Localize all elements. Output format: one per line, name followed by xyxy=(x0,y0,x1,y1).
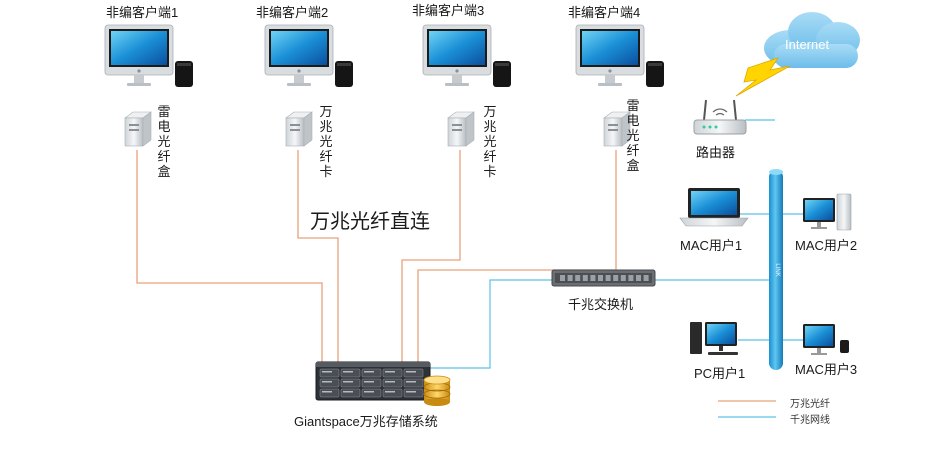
client-workstation-4 xyxy=(575,24,664,87)
storage-server-icon xyxy=(315,361,431,401)
client-workstation-3 xyxy=(422,24,511,87)
client-name-3: 非编客户端3 xyxy=(412,3,485,18)
mac-desktop-icon xyxy=(803,324,849,355)
pc-desktop-icon xyxy=(690,322,738,355)
switch-label: 千兆交换机 xyxy=(568,297,634,312)
database-coins-icon xyxy=(423,375,451,406)
mac-user-2-label: MAC用户2 xyxy=(795,238,858,253)
tower-icon xyxy=(175,61,193,87)
tower-icon xyxy=(335,61,353,87)
client-name-2: 非编客户端2 xyxy=(256,5,329,20)
pc-user-1-label: PC用户1 xyxy=(694,366,746,381)
fiber-card-icon xyxy=(285,111,313,147)
mac-user-3-label: MAC用户3 xyxy=(795,362,858,377)
fiber-line-client4 xyxy=(417,150,617,372)
tower-icon xyxy=(493,61,511,87)
legend-fiber-label: 万兆光纤 xyxy=(790,399,830,410)
svg-text:LINK: LINK xyxy=(774,263,780,276)
tower-icon xyxy=(646,61,664,87)
client-workstation-1 xyxy=(104,24,193,87)
imac-icon xyxy=(104,24,174,86)
thunderbolt-box-icon xyxy=(603,111,631,147)
client-name-4: 非编客户端4 xyxy=(568,5,641,20)
fiber-lines xyxy=(136,150,617,372)
ethernet-line-storage-switch xyxy=(430,279,552,369)
lightning-icon xyxy=(735,57,791,97)
fiber-line-client3 xyxy=(401,150,461,372)
storage-label: Giantspace万兆存储系统 xyxy=(294,414,438,429)
fiber-card-icon xyxy=(447,111,475,147)
imac-icon xyxy=(422,24,492,86)
client-name-1: 非编客户端1 xyxy=(106,5,179,20)
switch-ports xyxy=(560,275,649,281)
laptop-icon xyxy=(679,188,749,227)
client-workstation-2 xyxy=(264,24,353,87)
thunderbolt-box-icon xyxy=(124,111,152,147)
internet-cloud xyxy=(764,12,860,68)
router-icon xyxy=(693,99,747,135)
legend-ethernet-label: 千兆网线 xyxy=(790,415,830,426)
adapter-label-3: 万兆光纤卡 xyxy=(483,104,497,179)
fiber-line-client1 xyxy=(136,150,323,372)
backbone-tube: LINK xyxy=(769,169,783,370)
router-label: 路由器 xyxy=(696,145,736,160)
adapter-label-2: 万兆光纤卡 xyxy=(319,104,333,179)
fiber-line-client2 xyxy=(297,150,339,372)
imac-icon xyxy=(264,24,334,86)
internet-label: Internet xyxy=(785,37,830,52)
adapter-label-4: 雷电光纤盒 xyxy=(626,98,640,173)
fiber-direct-connect-label: 万兆光纤直连 xyxy=(310,211,430,233)
adapter-label-1: 雷电光纤盒 xyxy=(157,104,171,179)
mac-user-1-label: MAC用户1 xyxy=(680,238,743,253)
imac-icon xyxy=(575,24,645,86)
ethernet-lines xyxy=(430,119,803,369)
mac-desktop-icon xyxy=(803,193,852,231)
switch-icon xyxy=(551,269,656,287)
